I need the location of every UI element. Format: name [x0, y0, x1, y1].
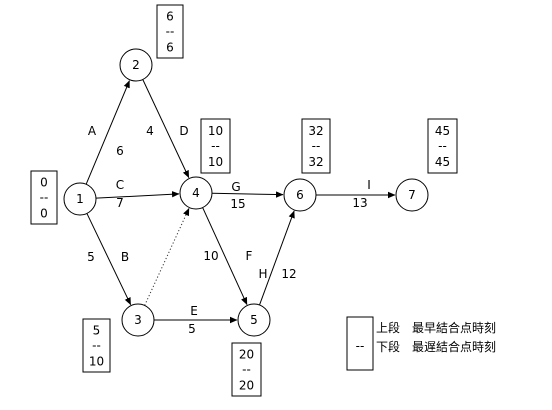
activity-name-b: B	[121, 250, 129, 264]
earliest-event-time: 32	[308, 124, 323, 138]
event-node-number: 5	[250, 313, 258, 327]
event-node-circle	[121, 303, 155, 337]
event-node-4: 4	[179, 176, 213, 210]
time-box-frame	[82, 318, 111, 373]
time-box-separator: --	[312, 139, 321, 153]
time-box-node-7: 45--45	[427, 118, 458, 174]
time-box-frame	[30, 170, 58, 225]
latest-event-time: 10	[208, 155, 223, 169]
time-box-frame	[156, 4, 184, 59]
latest-event-time: 10	[89, 354, 104, 368]
earliest-event-time: 6	[166, 10, 174, 24]
time-box-node-5: 20--20	[231, 342, 262, 397]
event-node-2: 2	[119, 48, 153, 82]
latest-event-time: 45	[435, 155, 450, 169]
event-node-number: 6	[296, 188, 304, 202]
earliest-event-time: 10	[208, 124, 223, 138]
event-node-circle	[119, 48, 153, 82]
event-node-number: 2	[132, 58, 140, 72]
activity-arrow-f	[202, 207, 248, 305]
activity-arrow-a	[85, 80, 130, 185]
earliest-event-time: 20	[239, 348, 254, 362]
event-node-circle	[237, 303, 271, 337]
event-node-number: 7	[408, 188, 416, 202]
activity-arrow-b	[86, 213, 132, 306]
time-box-frame	[427, 118, 458, 174]
activity-name-h: H	[258, 267, 267, 281]
event-node-5: 5	[237, 303, 271, 337]
event-node-1: 1	[63, 182, 97, 216]
earliest-event-time: 0	[40, 176, 48, 190]
event-node-7: 7	[395, 178, 429, 212]
time-box-separator: --	[438, 139, 447, 153]
earliest-event-time: 5	[93, 324, 101, 338]
time-box-separator: --	[92, 339, 101, 353]
activity-duration-b: 5	[87, 250, 95, 264]
time-box-frame	[200, 118, 231, 174]
latest-event-time: 32	[308, 155, 323, 169]
time-box-node-6: 32--32	[301, 118, 331, 174]
time-box-separator: --	[211, 139, 220, 153]
latest-event-time: 0	[40, 206, 48, 220]
event-node-circle	[179, 176, 213, 210]
activity-name-i: I	[367, 178, 371, 192]
time-box-separator: --	[242, 363, 251, 377]
activity-duration-d: 4	[146, 124, 154, 138]
time-box-frame	[231, 342, 262, 397]
activity-name-g: G	[231, 180, 240, 194]
activity-arrow-h	[259, 210, 295, 306]
activity-duration-i: 13	[352, 196, 367, 210]
latest-event-time: 20	[239, 378, 254, 392]
activity-arrow-g	[211, 191, 284, 198]
time-box-separator: --	[40, 191, 49, 205]
dummy-activity-arrow	[144, 208, 190, 306]
activity-duration-e: 5	[188, 322, 196, 336]
event-node-circle	[63, 182, 97, 216]
event-node-6: 6	[283, 178, 317, 212]
legend: -- 上段 最早結合点時刻 下段 最遅結合点時刻	[346, 316, 496, 371]
activity-name-d: D	[179, 124, 188, 138]
event-node-circle	[283, 178, 317, 212]
event-node-number: 3	[134, 313, 142, 327]
legend-upper-label: 上段 最早結合点時刻	[376, 320, 496, 335]
event-node-number: 1	[76, 192, 84, 206]
activity-duration-f: 10	[203, 249, 218, 263]
time-box-node-2: 6--6	[156, 4, 184, 59]
activity-duration-a: 6	[116, 144, 124, 158]
time-box-node-1: 0--0	[30, 170, 58, 225]
event-node-3: 3	[121, 303, 155, 337]
event-node-number: 4	[192, 186, 200, 200]
activity-arrow-d	[142, 79, 190, 179]
earliest-event-time: 45	[435, 124, 450, 138]
activity-name-e: E	[190, 304, 198, 318]
legend-separator: --	[356, 339, 365, 353]
activity-arrow-c	[95, 191, 180, 199]
time-box-separator: --	[166, 25, 175, 39]
time-box-node-3: 5--10	[82, 318, 111, 373]
legend-lower-label: 下段 最遅結合点時刻	[376, 339, 496, 354]
activity-duration-g: 15	[230, 197, 245, 211]
activity-name-a: A	[88, 124, 97, 138]
event-node-circle	[395, 178, 429, 212]
latest-event-time: 6	[166, 40, 174, 54]
activity-name-f: F	[246, 249, 253, 263]
time-box-frame	[301, 118, 331, 174]
time-box-node-4: 10--10	[200, 118, 231, 174]
activity-name-c: C	[116, 178, 124, 192]
activity-duration-h: 12	[281, 267, 296, 281]
legend-box	[346, 316, 374, 371]
activity-duration-c: 7	[116, 196, 124, 210]
